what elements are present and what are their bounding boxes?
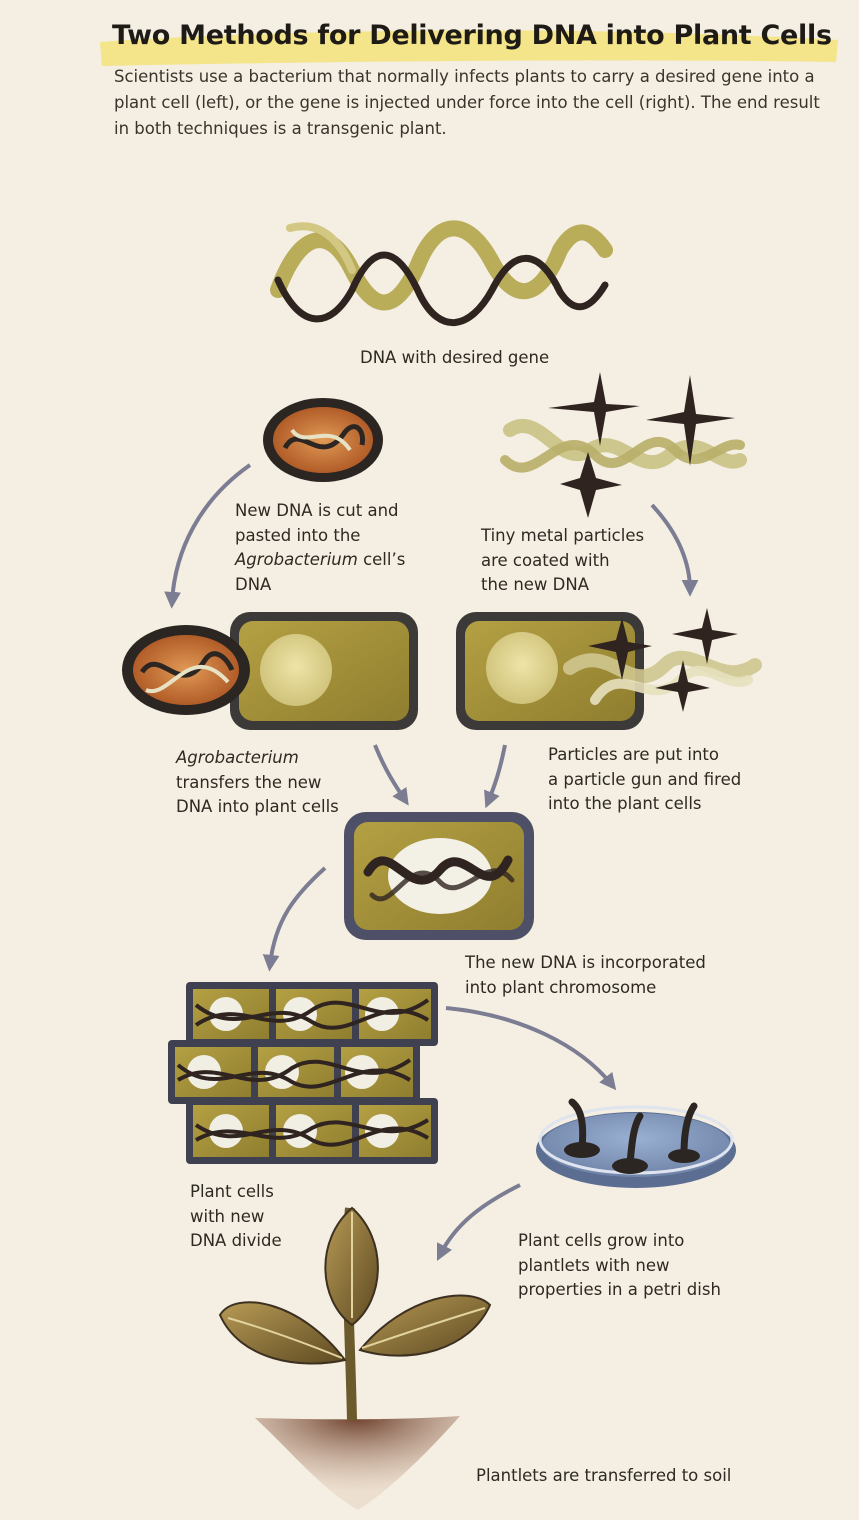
label-particle-gun: Particles are put into a particle gun an… <box>548 745 742 813</box>
arrow-particles-to-cell <box>650 503 699 597</box>
arrow-right-cell-to-merged <box>484 744 507 809</box>
label-cut-pasted: New DNA is cut and pasted into the Agrob… <box>235 501 406 594</box>
arrow-petri-to-plant <box>436 1183 521 1262</box>
metal-particles-icon <box>500 372 747 518</box>
label-incorporated: The new DNA is incorporated into plant c… <box>465 953 706 997</box>
title-highlight <box>100 30 838 66</box>
label-metal-particles: Tiny metal particles are coated with the… <box>481 526 645 594</box>
arrow-left-cell-to-merged <box>373 744 409 806</box>
arrow-merged-to-divide <box>262 866 327 972</box>
plantlet-icon <box>218 1206 492 1510</box>
dividing-cells-icon <box>168 982 438 1164</box>
agrobacterium-icon <box>263 398 383 482</box>
dna-incorporated-cell-icon <box>344 812 534 940</box>
label-cells-divide: Plant cells with new DNA divide <box>190 1182 282 1250</box>
dna-helix-icon <box>270 220 613 327</box>
label-agrobacterium-transfers: Agrobacterium transfers the new DNA into… <box>176 748 339 816</box>
petri-dish-icon <box>536 1098 736 1188</box>
particle-gun-plant-cell-icon <box>456 608 762 730</box>
label-soil: Plantlets are transferred to soil <box>476 1466 732 1485</box>
label-dna-gene: DNA with desired gene <box>360 348 550 367</box>
label-petri-dish: Plant cells grow into plantlets with new… <box>518 1231 721 1299</box>
page-title: Two Methods for Delivering DNA into Plan… <box>112 20 832 51</box>
intro-paragraph: Scientists use a bacterium that normally… <box>114 67 820 138</box>
agrobacterium-plant-cell-icon <box>122 612 418 730</box>
arrow-divide-to-petri <box>445 1006 617 1091</box>
arrow-bacterium-to-cell <box>164 463 252 609</box>
